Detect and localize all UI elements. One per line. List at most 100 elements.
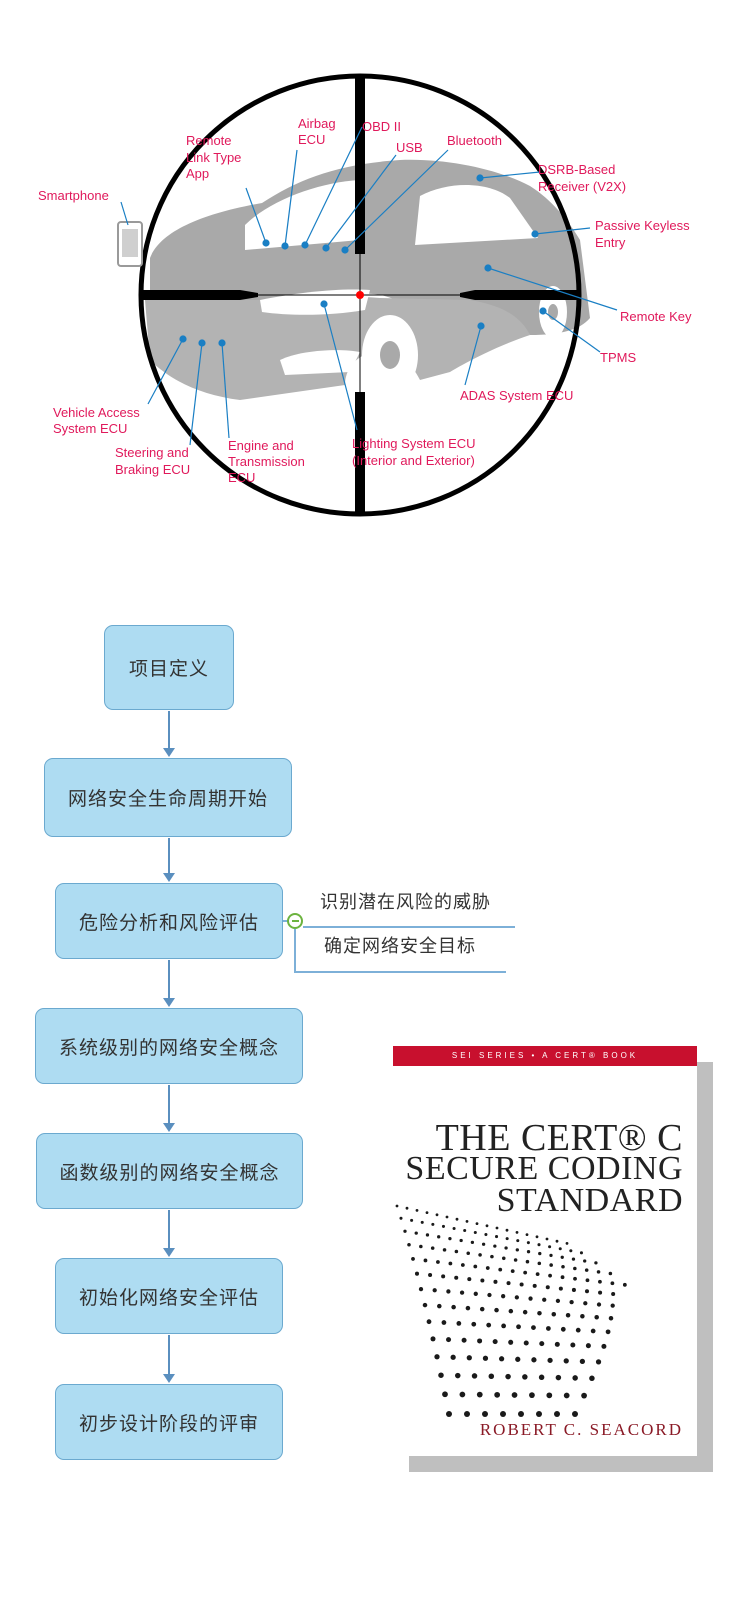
book-dot: [437, 1235, 441, 1239]
book-dot: [442, 1391, 448, 1398]
book-dot: [558, 1286, 563, 1291]
book-dot: [414, 1231, 418, 1235]
book-dot: [565, 1312, 571, 1318]
branch-security-goals: 确定网络安全目标: [324, 936, 476, 957]
label-steering-2: Braking ECU: [115, 462, 190, 477]
branch-underline: [294, 971, 506, 973]
book-dot: [488, 1373, 495, 1379]
book-dot: [434, 1354, 440, 1360]
component-labels: Smartphone Remote Link Type App Airbag E…: [38, 116, 692, 485]
book-dot: [594, 1315, 599, 1320]
book-dot: [430, 1336, 436, 1342]
book-dot: [529, 1392, 535, 1399]
book-dot: [518, 1411, 524, 1417]
book-dot: [525, 1259, 530, 1264]
smartphone-icon: [117, 221, 143, 267]
book-dot: [482, 1355, 489, 1361]
book-dot: [399, 1216, 403, 1220]
flow-step-function-concept: 函数级别的网络安全概念: [36, 1133, 303, 1209]
crosshair-center-dot: [356, 291, 364, 299]
book-dot: [598, 1279, 602, 1284]
book-dot: [441, 1224, 445, 1228]
book-cover: SEI SERIES • A CERT® BOOK THE CERT® C SE…: [393, 1046, 697, 1456]
book-dot: [532, 1283, 537, 1288]
label-remote-link-2: Link Type: [186, 150, 241, 165]
book-title-line-2: SECURE CODING: [405, 1150, 683, 1187]
book-dot: [495, 1235, 499, 1239]
book-dot: [571, 1287, 576, 1292]
book-dot: [563, 1392, 570, 1399]
flow-step-initial-assessment: 初始化网络安全评估: [55, 1258, 283, 1334]
book-dot: [484, 1233, 488, 1237]
book-dot: [473, 1231, 477, 1235]
book-dot: [558, 1247, 562, 1251]
book-dot: [531, 1357, 537, 1363]
book-dot: [584, 1289, 590, 1294]
book-dot: [622, 1282, 627, 1287]
book-dot: [579, 1251, 583, 1255]
book-dot: [423, 1258, 428, 1263]
label-steering-1: Steering and: [115, 445, 189, 460]
book-dot: [505, 1228, 509, 1232]
label-keyless-1: Passive Keyless: [595, 218, 690, 233]
book-dot: [460, 1263, 465, 1267]
collapse-toggle-icon[interactable]: [287, 913, 303, 929]
book-dot: [583, 1259, 587, 1263]
book-dot: [442, 1248, 447, 1252]
book-dot: [476, 1391, 483, 1398]
flow-arrow: [163, 1335, 175, 1383]
book-dot: [579, 1358, 586, 1364]
book-dot: [537, 1261, 542, 1266]
book-dot: [531, 1325, 536, 1330]
book-dot: [569, 1299, 574, 1305]
book-dot: [441, 1320, 447, 1325]
book-dot: [514, 1295, 519, 1300]
book-dot: [565, 1242, 569, 1245]
book-dot: [465, 1220, 469, 1223]
book-dot: [481, 1242, 486, 1246]
label-airbag-2: ECU: [298, 132, 325, 147]
book-dot: [584, 1268, 589, 1272]
book-dot: [595, 1359, 602, 1365]
book-dot: [485, 1266, 490, 1270]
book-dot: [560, 1326, 566, 1332]
branch-vertical: [294, 929, 296, 972]
book-dot: [422, 1302, 428, 1308]
flow-step-label: 系统级别的网络安全概念: [58, 1036, 279, 1059]
book-dot: [492, 1339, 498, 1345]
book-dot: [508, 1339, 514, 1345]
book-dot: [571, 1257, 576, 1261]
book-dot: [610, 1281, 615, 1286]
book-dot: [405, 1206, 409, 1210]
book-dot: [420, 1220, 424, 1224]
book-dot: [446, 1289, 451, 1294]
flow-step-label: 初始化网络安全评估: [78, 1286, 259, 1309]
book-dot: [585, 1278, 590, 1283]
book-dot: [459, 1391, 466, 1398]
book-dot: [450, 1354, 456, 1360]
book-dot: [560, 1255, 564, 1259]
book-dot: [535, 1235, 539, 1239]
book-dot: [452, 1226, 456, 1230]
book-dot: [569, 1249, 573, 1253]
book-dot: [486, 1322, 492, 1328]
label-remote-link-3: App: [186, 166, 209, 181]
book-dot: [473, 1264, 478, 1269]
book-dot: [431, 1222, 435, 1226]
book-dot: [459, 1290, 465, 1295]
book-dot: [419, 1244, 423, 1249]
book-dot: [575, 1327, 581, 1333]
book-dot: [539, 1341, 545, 1347]
book-dot: [414, 1271, 420, 1276]
label-usb: USB: [396, 140, 423, 155]
flow-step-label: 函数级别的网络安全概念: [59, 1161, 280, 1184]
book-dot: [456, 1321, 462, 1326]
book-dot: [511, 1392, 518, 1398]
branch-underline: [303, 926, 515, 928]
book-dot: [525, 1233, 529, 1236]
book-dot: [535, 1272, 540, 1277]
book-dot: [445, 1215, 449, 1219]
book-dot: [551, 1311, 557, 1317]
book-dot: [590, 1328, 596, 1334]
book-dot: [611, 1291, 616, 1297]
